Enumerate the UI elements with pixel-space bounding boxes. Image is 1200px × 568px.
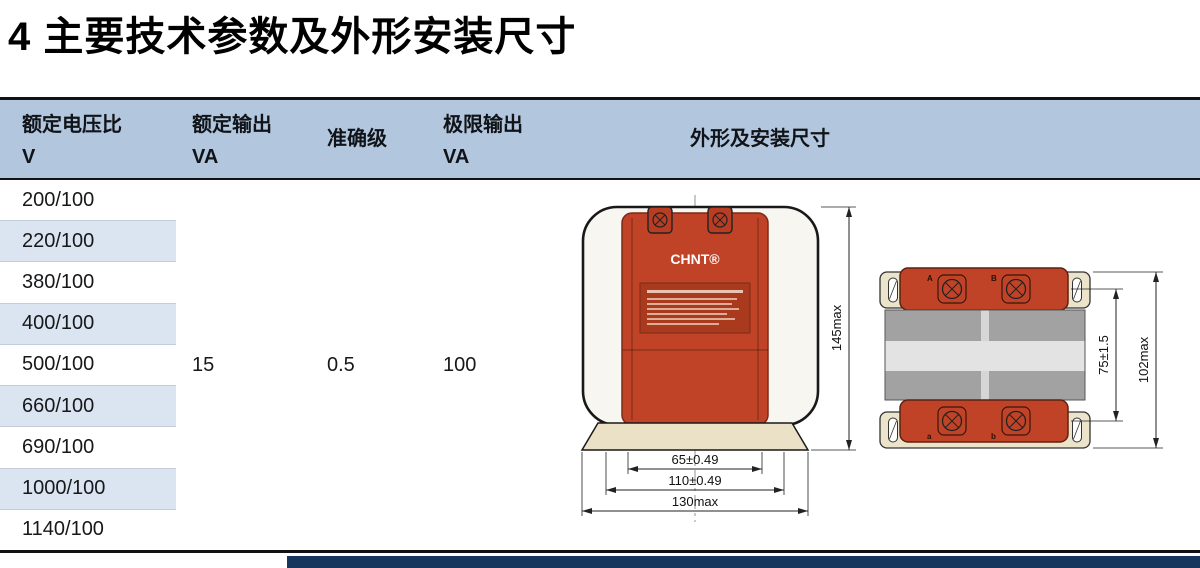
voltage-ratio-cell: 660/100	[0, 386, 176, 428]
dim-height-label: 145max	[829, 304, 844, 351]
terminal-screw-icon	[652, 212, 668, 228]
terminal-screw-icon	[941, 278, 963, 300]
header-limit-output-unit: VA	[443, 146, 470, 168]
rated-output-value: 15	[192, 353, 215, 376]
front-dimensions: 145max 65±0.49 110±0.49 130max	[581, 206, 856, 516]
header-rated-output-unit: VA	[192, 146, 219, 168]
header-limit-output-label: 极限输出	[443, 114, 523, 136]
voltage-ratio-cell: 1140/100	[0, 509, 176, 550]
voltage-ratio-cell: 400/100	[0, 303, 176, 345]
terminal-b-label: B	[991, 274, 997, 283]
header-voltage-ratio-unit: V	[22, 146, 36, 168]
primary-terminal-left	[647, 206, 673, 234]
limit-output-value: 100	[443, 353, 477, 376]
bottom-terminal-block	[899, 399, 1069, 443]
voltage-ratio-cell: 690/100	[0, 427, 176, 469]
header-drawing: 外形及安装尺寸	[690, 128, 830, 150]
winding-section	[884, 309, 1086, 401]
top-terminal-screws	[937, 274, 1031, 304]
footer-bar	[287, 556, 1200, 568]
terminal-a-label: A	[927, 274, 933, 283]
dim-hole-spacing-label: 65±0.49	[672, 452, 719, 467]
brand-label: CHNT®	[670, 251, 720, 267]
front-view: CHNT®	[580, 195, 820, 522]
nameplate	[639, 282, 751, 334]
header-voltage-ratio-label: 额定电压比	[22, 114, 122, 136]
header-accuracy: 准确级	[327, 128, 387, 150]
table-header: 额定电压比 V 额定输出 VA 准确级 极限输出 VA 外形及安装尺寸	[0, 97, 1200, 180]
header-rated-output: 额定输出 VA	[192, 109, 272, 173]
terminal-screw-icon	[941, 410, 963, 432]
side-dimensions: 75±1.5 102max	[1071, 271, 1163, 449]
voltage-ratio-cell: 380/100	[0, 262, 176, 304]
terminal-b-secondary-label: b	[991, 432, 996, 441]
header-rated-output-label: 额定输出	[192, 114, 272, 136]
dim-base-width-label: 130max	[672, 494, 719, 509]
primary-terminal-right	[707, 206, 733, 234]
page-title: 4 主要技术参数及外形安装尺寸	[8, 15, 577, 59]
terminal-a-secondary-label: a	[927, 432, 932, 441]
accuracy-class-value: 0.5	[327, 353, 355, 376]
mounting-base	[580, 422, 810, 451]
dim-slot-spacing-label: 110±0.49	[668, 473, 721, 488]
terminal-screw-icon	[712, 212, 728, 228]
terminal-screw-icon	[1005, 278, 1027, 300]
terminal-screw-icon	[1005, 410, 1027, 432]
header-voltage-ratio: 额定电压比 V	[22, 109, 122, 173]
voltage-ratio-column: 200/100 220/100 380/100 400/100 500/100 …	[0, 180, 176, 550]
voltage-ratio-cell: 1000/100	[0, 468, 176, 510]
dim-side-spacing-label: 75±1.5	[1096, 335, 1111, 375]
bottom-terminal-screws	[937, 406, 1031, 436]
voltage-ratio-cell: 500/100	[0, 344, 176, 387]
header-limit-output: 极限输出 VA	[443, 109, 523, 173]
top-terminal-block	[899, 267, 1069, 311]
voltage-ratio-cell: 220/100	[0, 221, 176, 263]
voltage-ratio-cell: 200/100	[0, 180, 176, 222]
outline-installation-drawing: CHNT®	[580, 195, 1163, 522]
side-view: A B	[879, 267, 1091, 449]
dim-depth-label: 102max	[1136, 336, 1151, 383]
